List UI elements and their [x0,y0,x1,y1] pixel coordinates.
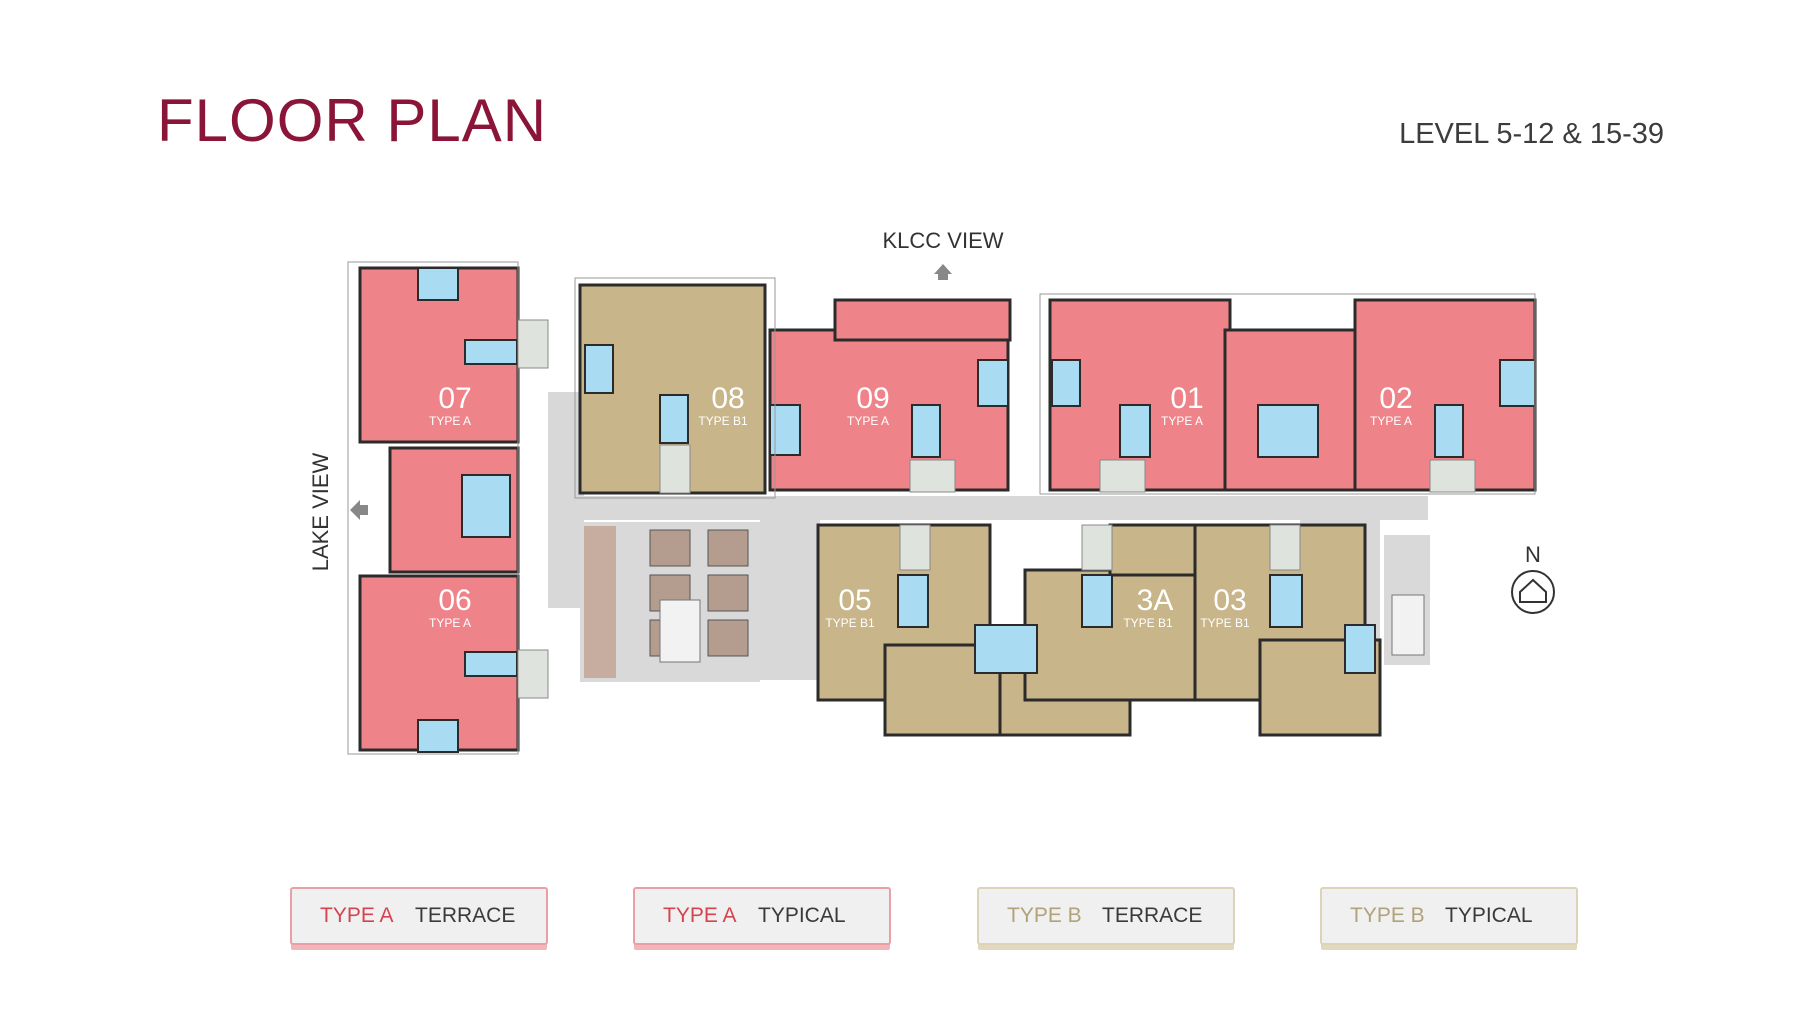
legend-style-label: TERRACE [1102,904,1203,927]
unit-03-number: 03 [1213,584,1246,617]
klcc-view-label: KLCC VIEW [882,228,1003,253]
legend-type-b-typical-button[interactable]: TYPE B TYPICAL [1320,887,1578,945]
legend-style-label: TYPICAL [1445,904,1533,927]
unit-3a-type: TYPE B1 [1123,616,1173,630]
balcony-outlines [347,261,1536,755]
page-title: FLOOR PLAN [157,87,548,154]
legend-type-label: TYPE A [320,904,394,927]
level-label: LEVEL 5-12 & 15-39 [1399,118,1664,150]
unit-07-number: 07 [438,382,471,415]
unit-05-number: 05 [838,584,871,617]
north-compass-icon [1511,570,1555,614]
unit-06-number: 06 [438,584,471,617]
unit-06-type: TYPE A [429,616,471,630]
north-label: N [1525,542,1541,567]
unit-01-number: 01 [1170,382,1203,415]
unit-3a-number: 3A [1137,584,1174,617]
service-core [580,522,1430,682]
klcc-arrow-icon [934,264,952,280]
terraces [517,319,1476,699]
unit-08-type: TYPE B1 [698,414,748,428]
legend-type-b-terrace-button[interactable]: TYPE B TERRACE [977,887,1235,945]
legend-style-label: TYPICAL [758,904,846,927]
legend-type-label: TYPE A [663,904,737,927]
unit-07-type: TYPE A [429,414,471,428]
legend-type-a-typical-button[interactable]: TYPE A TYPICAL [633,887,891,945]
unit-03-type: TYPE B1 [1200,616,1250,630]
unit-02-type: TYPE A [1370,414,1412,428]
unit-05-type: TYPE B1 [825,616,875,630]
unit-02-number: 02 [1379,382,1412,415]
legend-type-label: TYPE B [1007,904,1082,927]
lake-arrow-icon [350,500,368,520]
unit-01-type: TYPE A [1161,414,1203,428]
unit-labels: 07 TYPE A 08 TYPE B1 09 TYPE A 01 TYPE A… [429,382,1413,630]
legend-type-a-terrace-button[interactable]: TYPE A TERRACE [290,887,548,945]
lake-view-label: LAKE VIEW [308,452,333,571]
unit-09-number: 09 [856,382,889,415]
unit-09-type: TYPE A [847,414,889,428]
unit-08-number: 08 [711,382,744,415]
legend-style-label: TERRACE [415,904,516,927]
legend-type-label: TYPE B [1350,904,1425,927]
